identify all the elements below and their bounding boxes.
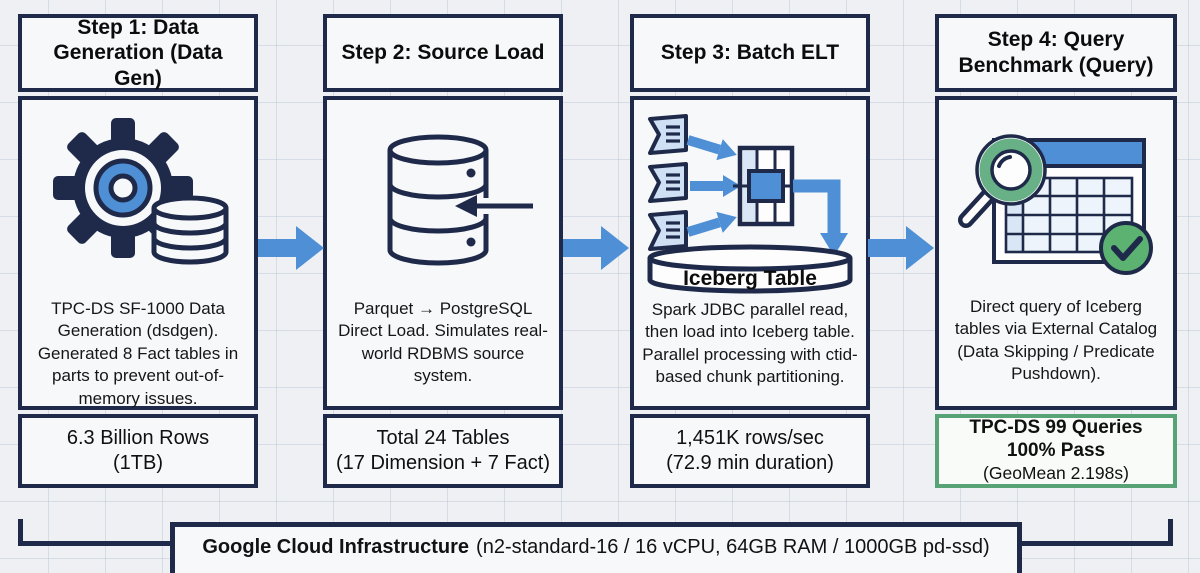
metric-line: (GeoMean 2.198s): [983, 462, 1129, 483]
step-2-metric-box: Total 24 Tables (17 Dimension + 7 Fact): [323, 414, 563, 488]
step-2-title: Step 2: Source Load: [341, 41, 545, 65]
step-1-panel: Step 1: Data Generation (Data Gen): [18, 14, 258, 488]
infrastructure-spec: (n2-standard-16 / 16 vCPU, 64GB RAM / 10…: [476, 536, 990, 558]
magnifier-icon: [958, 134, 1047, 228]
step-4-metric-box: TPC-DS 99 Queries 100% Pass (GeoMean 2.1…: [935, 414, 1177, 488]
bracket-line: [18, 541, 172, 546]
gear-database-icon: [38, 118, 238, 283]
flow-arrow-icon: [868, 226, 934, 270]
query-table-icon: [936, 122, 1176, 282]
infrastructure-name: Google Cloud Infrastructure: [202, 536, 470, 558]
metric-line: (1TB): [113, 452, 163, 474]
step-1-body: TPC-DS SF-1000 Data Generation (dsdgen).…: [18, 96, 258, 410]
database-icon: [151, 195, 229, 265]
metric-line: 1,451K rows/sec: [676, 427, 824, 449]
parallel-elt-icon: Iceberg Table: [630, 112, 870, 297]
step-4-panel: Step 4: Query Benchmark (Query): [935, 14, 1177, 488]
database-icon: [387, 134, 489, 266]
flow-arrow-icon: [258, 226, 324, 270]
step-4-header: Step 4: Query Benchmark (Query): [935, 14, 1177, 92]
bracket-line: [1168, 519, 1173, 546]
step-4-title: Step 4: Query Benchmark (Query): [958, 28, 1154, 77]
parallel-arrows-icon: [686, 135, 741, 237]
step-3-description: Spark JDBC parallel read, then load into…: [642, 300, 858, 387]
checkmark-icon: [1099, 221, 1153, 275]
iceberg-table-icon: Iceberg Table: [647, 244, 853, 294]
step-1-metric-box: 6.3 Billion Rows (1TB): [18, 414, 258, 488]
step-3-body: Iceberg Table Spark JDBC parallel read, …: [630, 96, 870, 410]
metric-line: 6.3 Billion Rows: [66, 427, 210, 449]
bracket-line: [18, 519, 23, 546]
step-2-panel: Step 2: Source Load: [323, 14, 563, 488]
step-4-description: Direct query of Iceberg tables via Exter…: [954, 297, 1158, 384]
step-1-header: Step 1: Data Generation (Data Gen): [18, 14, 258, 92]
step-3-panel: Step 3: Batch ELT: [630, 14, 870, 488]
step-3-metric-box: 1,451K rows/sec (72.9 min duration): [630, 414, 870, 488]
metric-line: Total 24 Tables: [376, 427, 510, 449]
infrastructure-box: Google Cloud Infrastructure (n2-standard…: [170, 522, 1022, 573]
step-1-title: Step 1: Data Generation (Data Gen): [53, 15, 223, 90]
load-arrow-icon: [455, 195, 535, 217]
metric-line: (17 Dimension + 7 Fact): [336, 452, 550, 474]
metric-line: (72.9 min duration): [666, 452, 834, 474]
step-2-body: Parquet → PostgreSQL Direct Load. Simula…: [323, 96, 563, 410]
step-1-description: TPC-DS SF-1000 Data Generation (dsdgen).…: [37, 299, 239, 408]
metric-line: TPC-DS 99 Queries: [969, 417, 1143, 439]
stream-icon: [648, 114, 688, 251]
step-3-title: Step 3: Batch ELT: [660, 41, 840, 65]
flow-arrow-icon: [563, 226, 629, 270]
step-4-body: Direct query of Iceberg tables via Exter…: [935, 96, 1177, 410]
step-2-description: Parquet → PostgreSQL Direct Load. Simula…: [338, 299, 548, 386]
processor-icon: [733, 145, 799, 227]
database-load-icon: [343, 118, 543, 283]
iceberg-table-label: Iceberg Table: [683, 267, 817, 290]
step-2-header: Step 2: Source Load: [323, 14, 563, 92]
step-3-header: Step 3: Batch ELT: [630, 14, 870, 92]
bracket-line: [1020, 541, 1173, 546]
load-elbow-arrow-icon: [793, 179, 848, 256]
metric-line: 100% Pass: [1006, 440, 1106, 462]
